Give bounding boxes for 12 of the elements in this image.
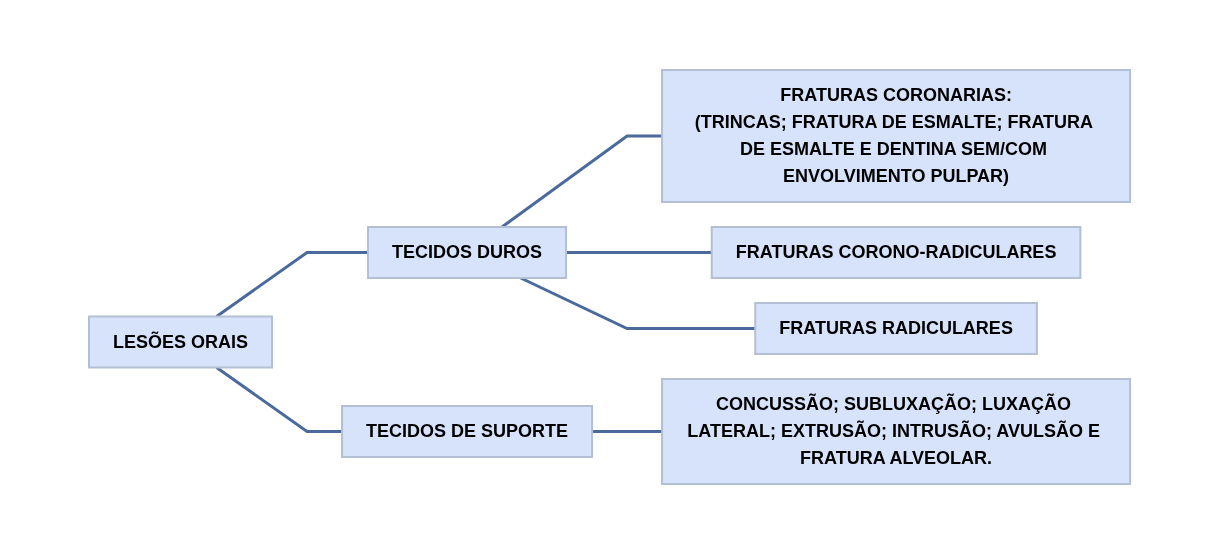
connector bbox=[501, 134, 663, 229]
connector bbox=[216, 251, 369, 318]
node-box: FRATURAS CORONO-RADICULARES bbox=[711, 226, 1082, 279]
node-box: FRATURAS CORONARIAS: (TRINCAS; FRATURA DE ESMALTE; FRATURA DE ESMALTE E DENTINA SEM/COM ENVOLVIMENTO PULPAR) bbox=[661, 69, 1132, 203]
node-box: CONCUSSÃO; SUBLUXAÇÃO; LUXAÇÃO LATERAL; EXTRUSÃO; INTRUSÃO; AVULSÃO E FRATURA ALVEOLAR. bbox=[661, 378, 1132, 485]
node-box: TECIDOS DUROS bbox=[367, 226, 568, 279]
connector bbox=[592, 430, 663, 433]
connector bbox=[216, 366, 343, 433]
node-box: TECIDOS DE SUPORTE bbox=[341, 405, 594, 458]
node-box: FRATURAS RADICULARES bbox=[754, 302, 1039, 355]
node-box: LESÕES ORAIS bbox=[88, 315, 274, 369]
connector bbox=[566, 251, 713, 254]
